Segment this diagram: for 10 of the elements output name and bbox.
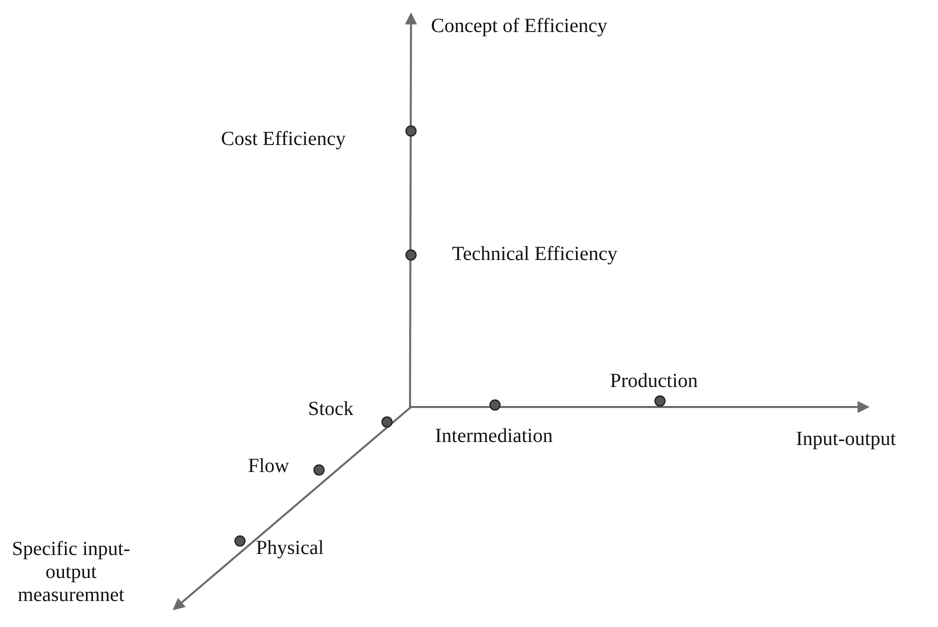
- axis-label: Physical: [256, 537, 324, 560]
- axis-label: Input-output: [796, 428, 896, 451]
- axis-label: Cost Efficiency: [221, 128, 346, 151]
- axis-label: Specific input-output measuremnet: [10, 538, 132, 607]
- axis-label: Production: [610, 370, 698, 393]
- axis-label: Intermediation: [435, 425, 553, 448]
- axis-label: Concept of Efficiency: [431, 15, 608, 38]
- axis-label: Technical Efficiency: [452, 243, 618, 266]
- axis-label: Stock: [308, 398, 354, 421]
- axis-label: Flow: [248, 455, 290, 478]
